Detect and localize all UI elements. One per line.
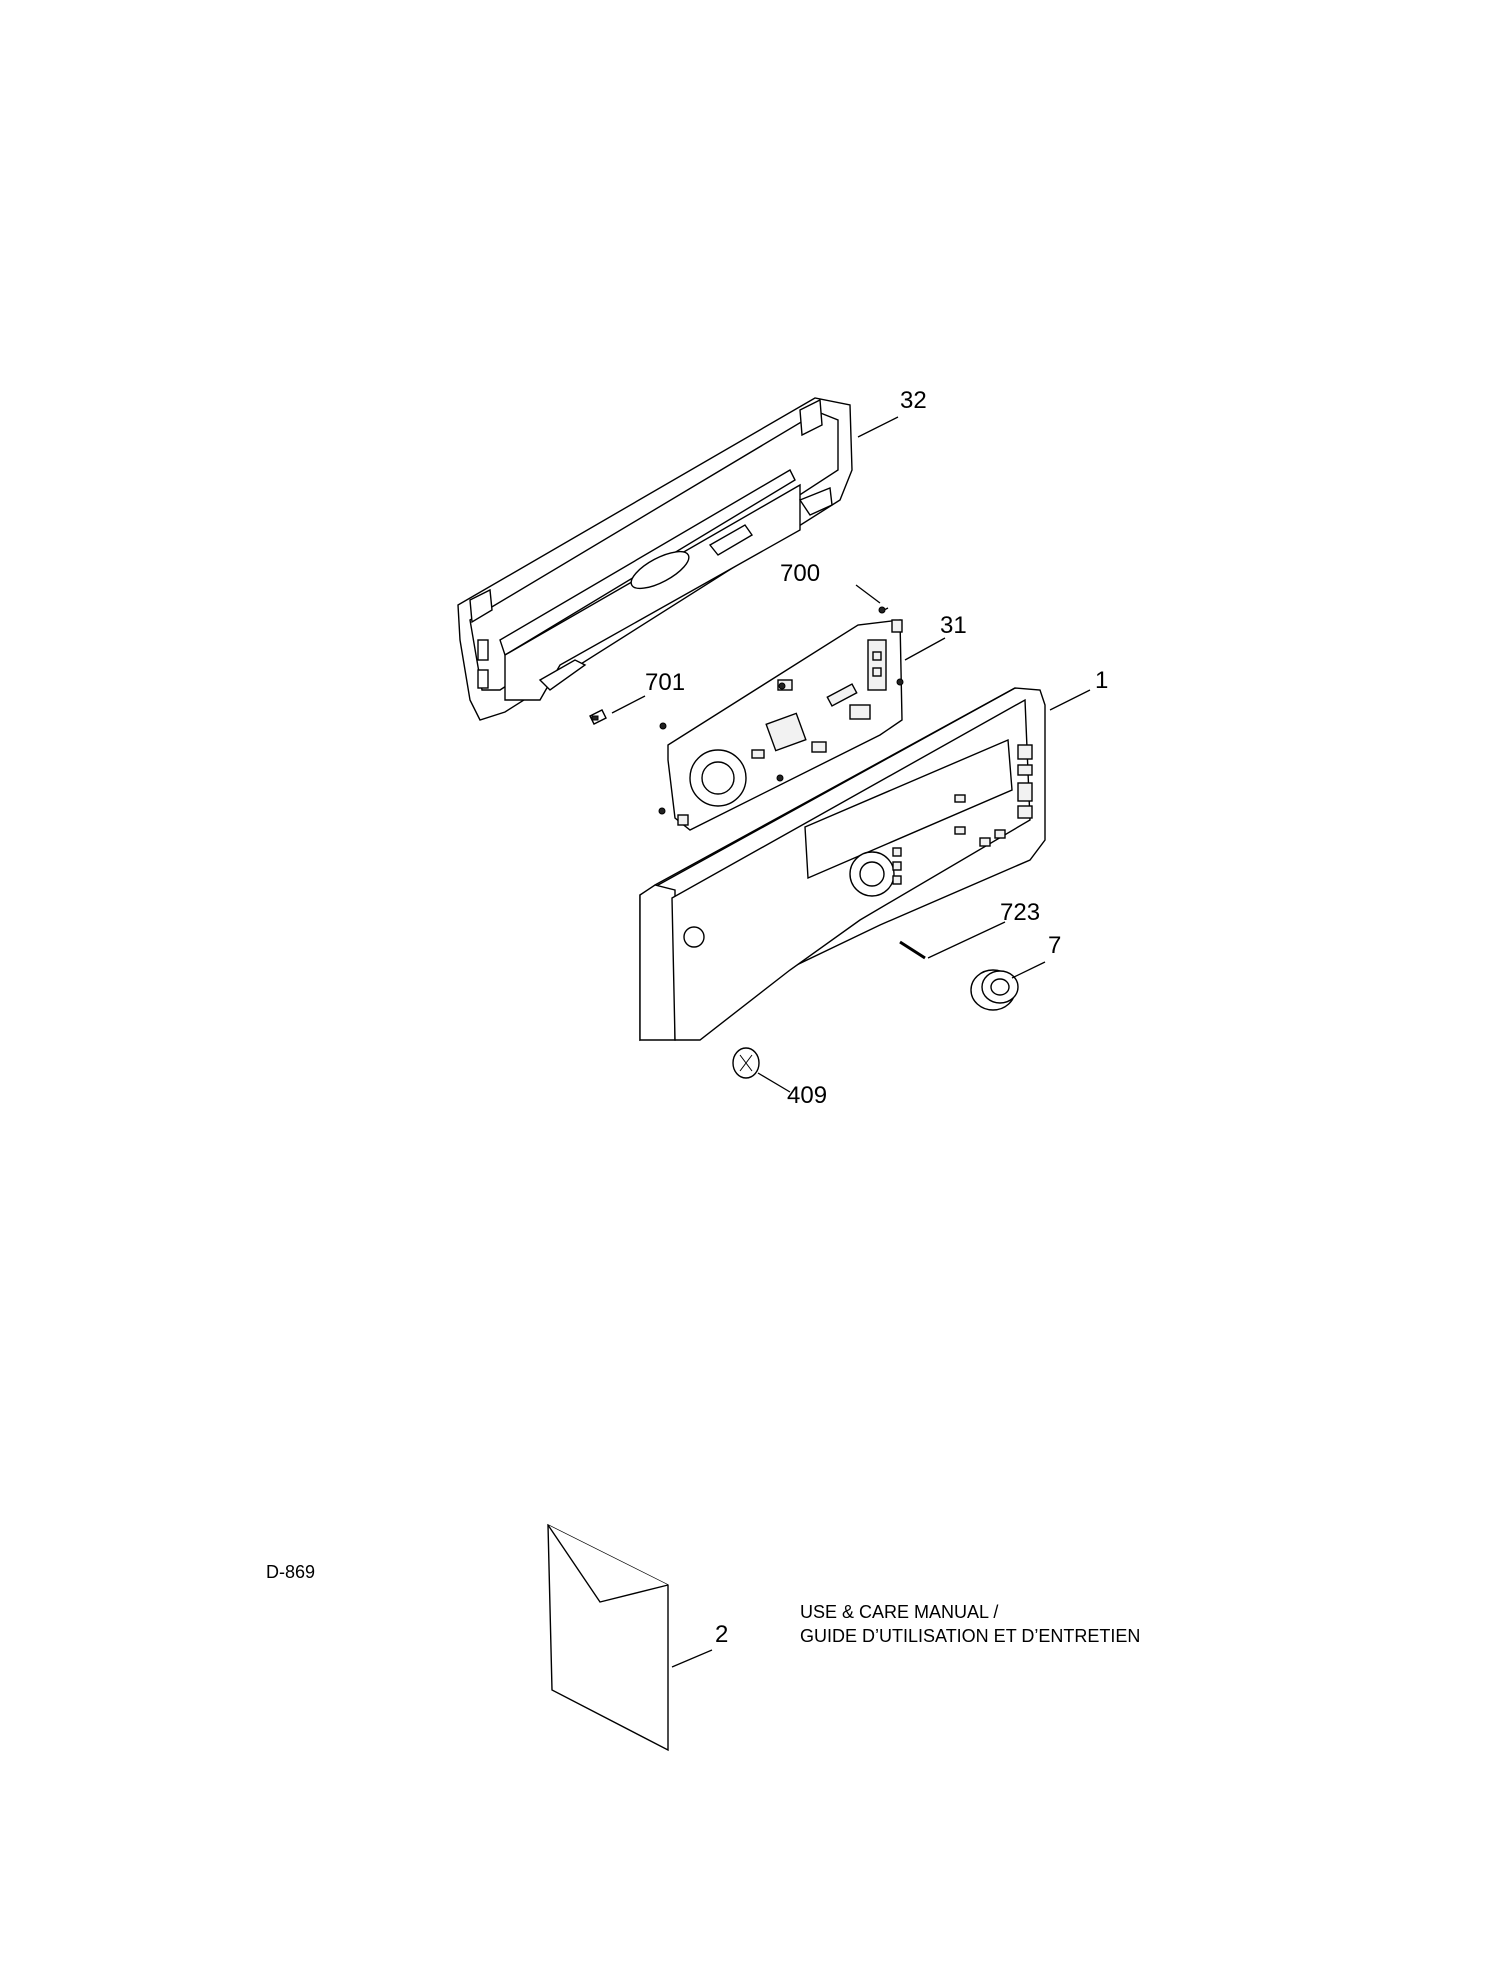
- callout-701: 701: [645, 669, 685, 696]
- callout-700: 700: [780, 560, 820, 587]
- callout-1: 1: [1095, 667, 1108, 694]
- manual-label-line-2: GUIDE D’UTILISATION ET D’ENTRETIEN: [800, 1626, 1140, 1646]
- knob-part-7: [970, 969, 1019, 1011]
- manual-label-line-1: USE & CARE MANUAL /: [800, 1602, 998, 1622]
- board-screws: [658, 678, 904, 815]
- clip-part-409: [732, 1047, 760, 1079]
- screw-part-700: [878, 606, 889, 614]
- callout-2: 2: [715, 1621, 728, 1648]
- control-panel-bracket-part-32: [457, 397, 853, 721]
- manual-part-2: [547, 1523, 669, 1752]
- callout-723: 723: [1000, 899, 1040, 926]
- callout-31: 31: [940, 612, 967, 639]
- leader-lines: [611, 416, 1091, 1668]
- pin-part-723: [899, 940, 926, 960]
- document-id: D-869: [266, 1562, 315, 1582]
- callout-32: 32: [900, 387, 927, 414]
- callout-409: 409: [787, 1082, 827, 1109]
- callout-7: 7: [1048, 932, 1061, 959]
- control-panel-part-1: [639, 687, 1046, 1042]
- control-board-part-31: [667, 619, 903, 831]
- screw-part-701: [589, 709, 607, 725]
